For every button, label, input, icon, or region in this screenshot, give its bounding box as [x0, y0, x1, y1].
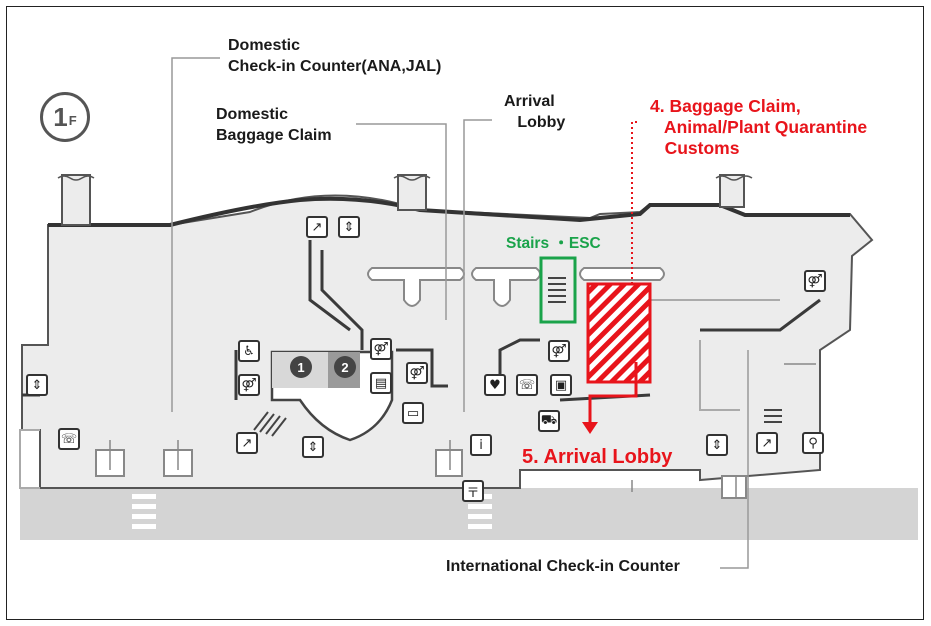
phone-icon: ☏: [516, 374, 538, 396]
locker-icon: ▣: [550, 374, 572, 396]
marker-2: 2: [334, 356, 356, 378]
label-arrival-lobby: Arrival Lobby: [504, 93, 566, 131]
route-arrow: [588, 362, 638, 426]
crosswalk-left: [132, 494, 156, 529]
elevator-icon: ⇕: [26, 374, 48, 396]
escalator-icon: ↗: [236, 432, 258, 454]
info-icon: i: [470, 434, 492, 456]
label-domestic-baggage: Domestic Baggage Claim: [216, 106, 332, 144]
restroom-icon: ⚤: [548, 340, 570, 362]
escalator-stripes: [253, 277, 782, 437]
restroom-icon: ⚤: [370, 338, 392, 360]
elevator-icon: ⇕: [706, 434, 728, 456]
passage-arrows: [109, 363, 816, 497]
restroom-icon: ⚤: [238, 374, 260, 396]
locker-icon: ▤: [370, 372, 392, 394]
label-stairs-esc: Stairs ・ESC: [506, 235, 601, 252]
label-domestic-checkin: Domestic Check-in Counter(ANA,JAL): [228, 37, 442, 75]
taxi-icon: ⛟: [538, 410, 560, 432]
phone-icon: ☏: [58, 428, 80, 450]
interior-walls: [22, 240, 821, 402]
escalator-icon: ↗: [756, 432, 778, 454]
map-frame: [6, 6, 924, 620]
label-intl-checkin: International Check-in Counter: [446, 558, 680, 575]
stairs-esc-box: [539, 256, 577, 324]
elevator-icon: ⇕: [338, 216, 360, 238]
wheelchair-icon: ♿: [238, 340, 260, 362]
terminal-floor: [21, 194, 874, 489]
label-intl-baggage-claim: 4. Baggage Claim, Animal/Plant Quarantin…: [650, 96, 868, 158]
leader-lines: [171, 57, 749, 569]
restroom-icon: ⚤: [406, 362, 428, 384]
post-office-icon: 〒: [462, 480, 484, 502]
elevator-icon: ⇕: [302, 436, 324, 458]
carousels: [367, 267, 665, 307]
label-arrival-lobby-5: 5. Arrival Lobby: [522, 446, 673, 468]
info-icon: ▭: [402, 402, 424, 424]
restroom-icon: ⚤: [804, 270, 826, 292]
towers: [61, 174, 745, 226]
baby-room-icon: ♥: [484, 374, 506, 396]
intl-baggage-claim-area: [586, 282, 652, 384]
floor-suffix: F: [68, 112, 77, 128]
marker-1: 1: [290, 356, 312, 378]
bicycle-icon: ⚲: [802, 432, 824, 454]
route-arrowhead: [582, 422, 598, 434]
escalator-icon: ↗: [306, 216, 328, 238]
baggage-pointer: [631, 121, 640, 284]
floor-number: 1: [53, 101, 68, 132]
